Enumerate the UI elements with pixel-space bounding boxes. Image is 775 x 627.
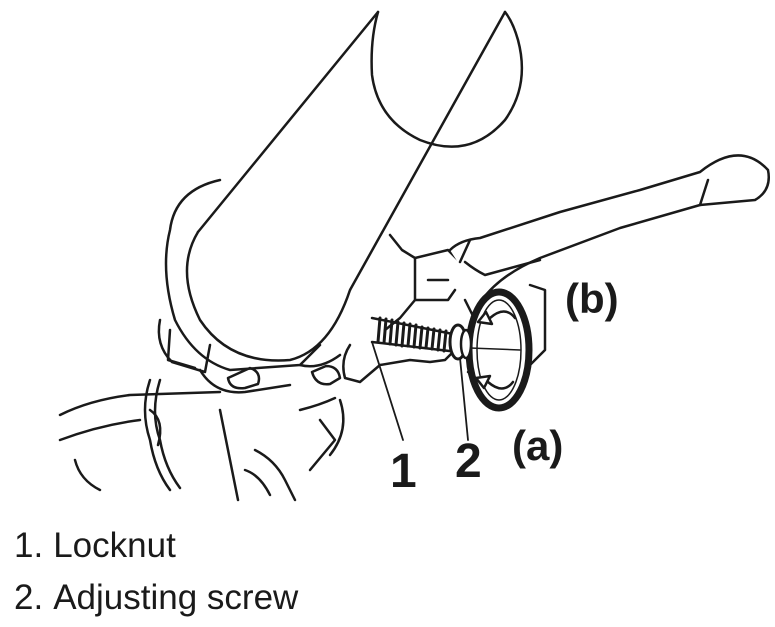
legend-item-locknut: 1.Locknut	[14, 528, 176, 563]
callout-1: 1	[390, 445, 417, 498]
leader-line-2	[459, 357, 469, 441]
cable-and-mount	[58, 378, 345, 502]
callout-2: 2	[455, 435, 482, 488]
legend-label: Locknut	[53, 526, 176, 565]
handlebar-grip	[185, 10, 524, 362]
callout-a: (a)	[512, 422, 563, 469]
legend-label: Adjusting screw	[53, 578, 299, 617]
callout-b: (b)	[565, 275, 619, 322]
legend-number: 1.	[14, 526, 44, 565]
lever-perch	[157, 178, 467, 394]
adjusting-dial	[465, 288, 533, 412]
leader-lines	[371, 341, 469, 441]
legend-item-adjusting-screw: 2.Adjusting screw	[14, 580, 298, 615]
legend-number: 2.	[14, 578, 44, 617]
threaded-screw	[370, 316, 473, 361]
rotation-arrows-icon	[474, 310, 517, 390]
leader-line-1	[371, 341, 404, 441]
